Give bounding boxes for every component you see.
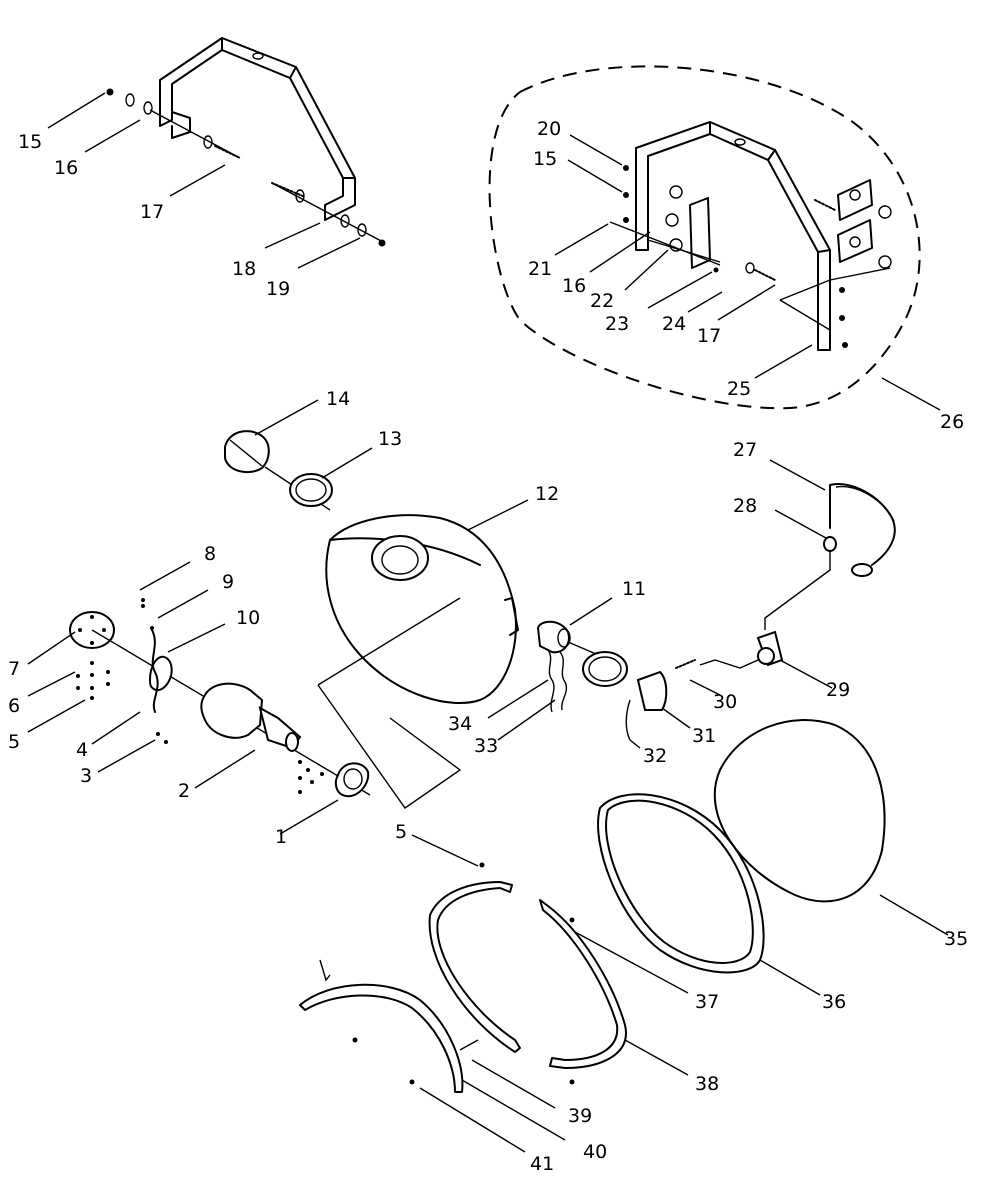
label-18: 18 (232, 258, 256, 280)
label-10: 10 (236, 607, 260, 629)
label-8: 8 (204, 543, 216, 565)
bulb-assembly (27, 561, 371, 835)
label-36: 36 (822, 991, 846, 1013)
ring-13 (289, 447, 373, 507)
label-9: 9 (222, 571, 234, 593)
label-38: 38 (695, 1073, 719, 1095)
headlight-shell (317, 514, 519, 809)
label-27: 27 (733, 439, 757, 461)
label-11: 11 (622, 578, 646, 600)
callout-labels: 1 2 3 4 5 5 6 7 8 9 10 11 12 13 14 15 15… (8, 118, 968, 1175)
label-39: 39 (568, 1105, 592, 1127)
label-13: 13 (378, 428, 402, 450)
label-25: 25 (727, 378, 751, 400)
bracket-assembly-right (488, 65, 941, 411)
label-17: 17 (140, 201, 164, 223)
label-15: 15 (18, 131, 42, 153)
ring-halves-37-38 (411, 834, 689, 1085)
label-21: 21 (528, 258, 552, 280)
label-28: 28 (733, 495, 757, 517)
label-35: 35 (944, 928, 968, 950)
label-16b: 16 (562, 275, 586, 297)
label-5: 5 (8, 731, 20, 753)
cable-assembly (699, 459, 896, 689)
label-33: 33 (474, 735, 498, 757)
label-7: 7 (8, 658, 20, 680)
label-22: 22 (590, 290, 614, 312)
label-24: 24 (662, 313, 686, 335)
label-30: 30 (713, 691, 737, 713)
label-19: 19 (266, 278, 290, 300)
label-1: 1 (275, 826, 287, 848)
gasket-ring (582, 651, 628, 687)
socket-31 (625, 659, 721, 749)
lens-35 (713, 719, 949, 936)
label-12: 12 (535, 483, 559, 505)
ring-36 (597, 793, 821, 996)
label-5b: 5 (395, 821, 407, 843)
label-16: 16 (54, 157, 78, 179)
label-20: 20 (537, 118, 561, 140)
label-34: 34 (448, 713, 472, 735)
label-15b: 15 (533, 148, 557, 170)
label-17b: 17 (697, 325, 721, 347)
label-41: 41 (530, 1153, 554, 1175)
label-26: 26 (940, 411, 964, 433)
label-3: 3 (80, 765, 92, 787)
label-32: 32 (643, 745, 667, 767)
label-4: 4 (76, 739, 88, 761)
visor-39-41 (299, 959, 566, 1153)
label-23: 23 (605, 313, 629, 335)
label-2: 2 (178, 780, 190, 802)
label-6: 6 (8, 695, 20, 717)
label-31: 31 (692, 725, 716, 747)
label-29: 29 (826, 679, 850, 701)
label-14: 14 (326, 388, 350, 410)
connector-11 (487, 597, 613, 741)
label-37: 37 (695, 991, 719, 1013)
label-40: 40 (583, 1141, 607, 1163)
bracket-assembly-left (47, 37, 386, 269)
